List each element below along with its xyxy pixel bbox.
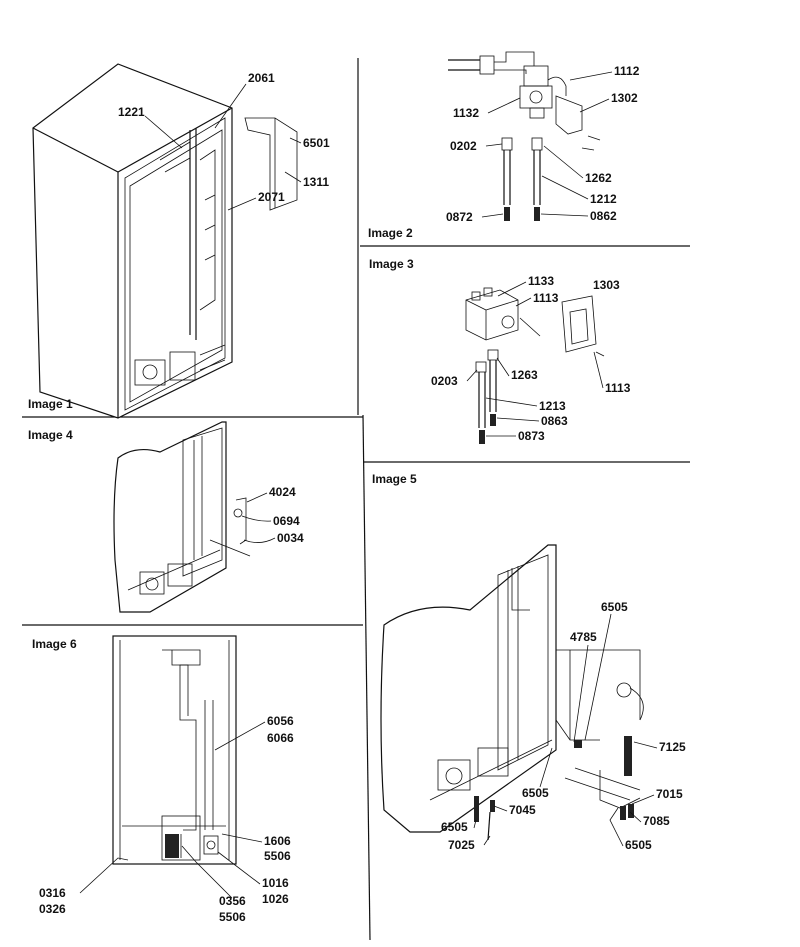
label-1262: 1262: [585, 171, 612, 185]
image4-refrigerator-drawing: [113, 421, 251, 613]
label-0863: 0863: [541, 414, 568, 428]
label-6056: 6056: [267, 714, 294, 728]
label-0873: 0873: [518, 429, 545, 443]
label-1112: 1112: [614, 64, 640, 78]
label-1221: 1221: [118, 105, 145, 119]
image3-panel: Image 3 1133 1303 1113 1113 0203 1263 12…: [369, 257, 631, 444]
label-6501: 6501: [303, 136, 330, 150]
image4-caption: Image 4: [28, 428, 73, 442]
image3-caption: Image 3: [369, 257, 414, 271]
label-0862: 0862: [590, 209, 617, 223]
label-2061: 2061: [248, 71, 275, 85]
image1-caption: Image 1: [28, 397, 73, 411]
label-1606: 1606: [264, 834, 291, 848]
label-1213: 1213: [539, 399, 566, 413]
label-0034: 0034: [277, 531, 304, 545]
image4-leader-lines: [241, 492, 276, 543]
label-7125: 7125: [659, 740, 686, 754]
label-5506-bottom: 5506: [219, 910, 246, 924]
image4-panel: Image 4 4024 0694 0034: [28, 421, 304, 613]
label-1132: 1132: [453, 106, 479, 120]
image5-caption: Image 5: [372, 472, 417, 486]
image1-panel: 2061 1221 6501 1311 2071 Image 1: [28, 63, 330, 419]
image2-valve-drawing: [448, 51, 601, 221]
image1-leader-lines: [144, 83, 302, 211]
image1-refrigerator-drawing: [32, 63, 298, 419]
label-7045: 7045: [509, 803, 536, 817]
image2-leader-lines: [481, 71, 613, 218]
label-0202: 0202: [450, 139, 477, 153]
label-0316: 0316: [39, 886, 66, 900]
label-1016: 1016: [262, 876, 289, 890]
image6-back-panel-drawing: [112, 635, 237, 865]
label-0326: 0326: [39, 902, 66, 916]
label-0694: 0694: [273, 514, 300, 528]
label-6505-top: 6505: [601, 600, 628, 614]
label-7015: 7015: [656, 787, 683, 801]
label-2071: 2071: [258, 190, 285, 204]
label-6066: 6066: [267, 731, 294, 745]
label-1311: 1311: [303, 175, 329, 189]
image6-panel: Image 6 6056 6066 1606 5506 1016 1026 03…: [32, 635, 294, 924]
image6-caption: Image 6: [32, 637, 77, 651]
label-4785: 4785: [570, 630, 597, 644]
image3-leader-lines: [466, 281, 604, 437]
label-6505-left: 6505: [441, 820, 468, 834]
label-4024: 4024: [269, 485, 296, 499]
image2-caption: Image 2: [368, 226, 413, 240]
label-1133: 1133: [528, 274, 554, 288]
label-0356: 0356: [219, 894, 246, 908]
label-1263: 1263: [511, 368, 538, 382]
image5-leader-lines: [473, 613, 658, 847]
label-1303: 1303: [593, 278, 620, 292]
label-7025: 7025: [448, 838, 475, 852]
image5-refrigerator-drawing: [380, 544, 644, 841]
label-1026: 1026: [262, 892, 289, 906]
panel-dividers: [22, 58, 690, 941]
label-6505-mid: 6505: [522, 786, 549, 800]
label-1212: 1212: [590, 192, 617, 206]
label-7085: 7085: [643, 814, 670, 828]
label-0203: 0203: [431, 374, 458, 388]
label-6505-right: 6505: [625, 838, 652, 852]
label-1113-a: 1113: [533, 291, 559, 305]
image2-panel: 1112 1302 1132 0202 1262 1212 0872 0862 …: [368, 51, 640, 240]
label-1302: 1302: [611, 91, 638, 105]
label-1113-b: 1113: [605, 381, 631, 395]
image5-panel: Image 5: [372, 472, 686, 852]
image3-valve-drawing: [465, 287, 605, 444]
image6-leader-lines: [79, 721, 266, 899]
label-0872: 0872: [446, 210, 473, 224]
label-5506-right: 5506: [264, 849, 291, 863]
